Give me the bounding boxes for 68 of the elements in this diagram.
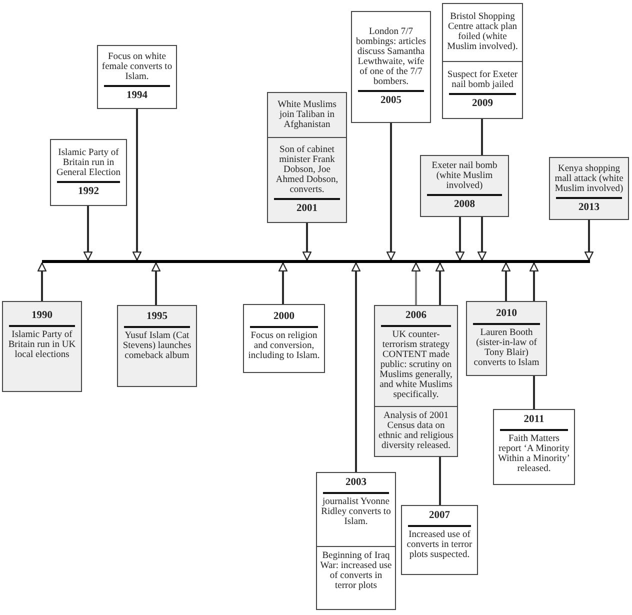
connector-arrow	[351, 262, 361, 472]
event-description: Analysis of 2001 Census data on ethnic and religious diversity released.	[378, 410, 454, 450]
event-description: White Muslims join Taliban in Afghanistan	[276, 100, 338, 130]
connector-arrow	[302, 223, 312, 261]
connector-arrow	[435, 262, 445, 305]
connector-arrow	[83, 206, 93, 261]
event-box	[316, 472, 396, 610]
connector-arrow	[411, 262, 421, 305]
event-box	[493, 409, 575, 485]
event-box	[97, 45, 177, 109]
event-box	[420, 155, 509, 217]
year-label: 2010	[495, 308, 518, 320]
event-box	[466, 301, 547, 376]
year-label: 2003	[344, 477, 368, 489]
year-label: 1995	[146, 311, 168, 323]
event-description: Kenya shopping mall attack (white Muslim involved)	[554, 164, 624, 194]
event-description: Focus on white female converts to Islam.	[100, 52, 174, 82]
connector-arrow	[151, 262, 161, 305]
connector-arrow	[529, 262, 539, 301]
year-label: 1990	[30, 310, 54, 322]
event-description: Increased use of converts in terror plots suspected.	[406, 530, 474, 560]
event-description: Yusuf Islam (Cat Stevens) launches comeback album	[122, 331, 192, 361]
year-label: 2009	[471, 98, 494, 110]
event-description: Islamic Party of Britain run in General Election	[55, 148, 122, 178]
year-label: 2001	[296, 203, 318, 215]
year-label: 2005	[380, 95, 402, 107]
year-label: 2013	[578, 202, 600, 214]
connector-arrow	[584, 220, 594, 261]
timeline-axis	[42, 260, 590, 263]
event-box	[351, 11, 431, 123]
event-description: Bristol Shopping Centre attack plan foiled (white Muslim involved).	[446, 12, 519, 52]
connector-arrow	[501, 262, 511, 301]
event-box	[117, 305, 197, 387]
event-description: Exeter nail bomb (white Muslim involved)	[430, 161, 498, 191]
connector-arrow	[278, 262, 288, 304]
event-description: London 7/7 bombings: articles discuss Samantha Lewthwaite, wife of one of the 7/7 bombers.	[355, 27, 427, 87]
connector-arrow	[386, 123, 396, 261]
event-box	[401, 505, 478, 575]
event-description: Son of cabinet minister Frank Dobson, Joe Ahmed Dobson, converts.	[274, 145, 340, 195]
event-box	[374, 305, 458, 457]
year-label: 2008	[453, 199, 476, 211]
year-label: 1992	[77, 186, 100, 198]
event-description: Suspect for Exeter nail bomb jailed	[446, 70, 519, 90]
connector-line	[481, 119, 483, 155]
event-description: journalist Yvonne Ridley converts to Islam.	[320, 497, 392, 527]
event-description: UK counter-terrorism strategy CONTENT made public: scrutiny on Muslims generally, and white Muslims specifically.	[378, 330, 454, 400]
event-box	[549, 157, 629, 220]
year-label: 2007	[428, 510, 451, 522]
event-box	[2, 301, 82, 392]
connector-arrow	[477, 217, 487, 261]
year-label: 1994	[126, 90, 148, 102]
year-label: 2011	[522, 414, 546, 426]
event-description: Islamic Party of Britain run in UK local elections	[7, 330, 77, 360]
event-box	[50, 139, 127, 206]
year-label: 2000	[272, 311, 296, 323]
connector-arrow	[455, 217, 465, 261]
event-description: Beginning of Iraq War: increased use of converts in terror plots	[319, 550, 393, 590]
event-box	[243, 304, 325, 373]
event-description: Faith Matters report ‘A Minority Within a Minority’ released.	[497, 434, 571, 474]
event-description: Lauren Booth (sister-in-law of Tony Blair) converts to Islam	[472, 328, 540, 368]
event-description: Focus on religion and conversion, including to Islam.	[247, 331, 321, 361]
connector-line	[533, 376, 535, 409]
connector-arrow	[37, 262, 47, 301]
connector-line	[439, 457, 441, 505]
event-box	[267, 92, 347, 223]
year-label: 2006	[404, 310, 428, 322]
event-box	[442, 3, 523, 119]
connector-arrow	[132, 109, 142, 261]
